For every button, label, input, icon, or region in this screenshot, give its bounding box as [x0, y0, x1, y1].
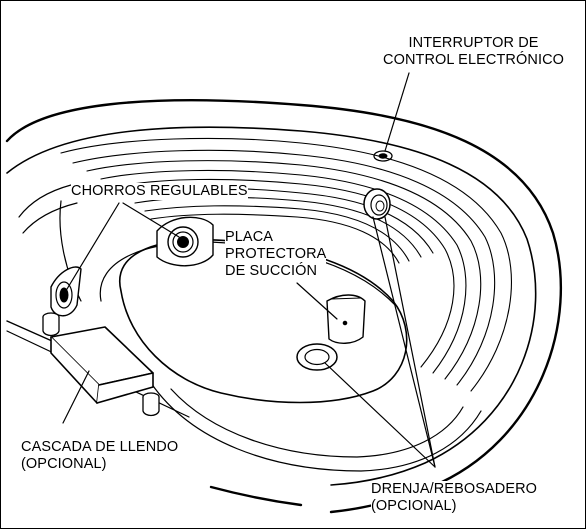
leader-suction-plate [296, 282, 338, 320]
overflow-icon [363, 188, 391, 220]
label-suction-plate: PLACA PROTECTORA DE SUCCIÓN [225, 229, 327, 280]
tub-wall-lower-2 [170, 388, 464, 458]
deck-knob-left [42, 312, 60, 337]
leader-jet-center [122, 202, 180, 238]
adjustable-jet-icon [156, 216, 214, 267]
tub-wall-lower [150, 382, 482, 472]
label-waterfall: CASCADA DE LLENDO (OPCIONAL) [21, 439, 179, 473]
label-drain-overflow: DRENJA/REBOSADERO (OPCIONAL) [371, 481, 538, 515]
leader-drain [324, 362, 436, 468]
leader-control-switch [384, 72, 410, 152]
tub-inner-rim [6, 126, 537, 486]
leader-jet-left [66, 202, 120, 290]
leader-waterfall [62, 370, 90, 424]
tub-rib-lines [60, 137, 512, 392]
leader-overflow-a [372, 216, 436, 468]
leader-lines [62, 72, 436, 468]
deck-knob-right [142, 392, 160, 417]
control-switch-icon [373, 150, 393, 162]
tub-outer-rim-lower [209, 485, 303, 507]
suction-plate-icon [326, 294, 366, 344]
leader-overflow-b [384, 216, 436, 468]
drain-icon [296, 343, 338, 371]
label-adjustable-jets: CHORROS REGULABLES [71, 183, 248, 200]
waterfall-spout-icon [50, 326, 154, 404]
label-control-switch: INTERRUPTOR DE CONTROL ELECTRÓNICO [383, 35, 565, 68]
